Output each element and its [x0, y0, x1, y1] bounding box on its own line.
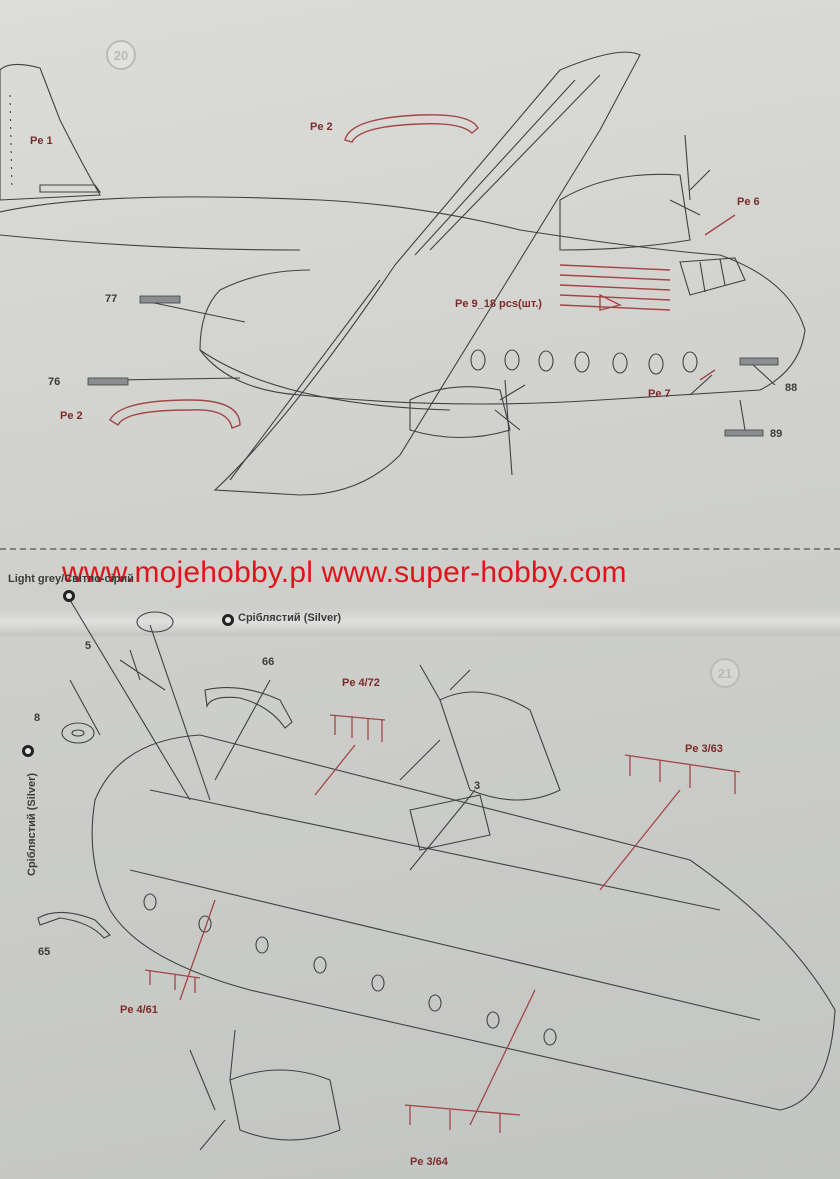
- part-label-65: 65: [38, 946, 51, 958]
- part-8: [61, 722, 95, 744]
- propeller-upper: [669, 134, 711, 216]
- pe-grille: [559, 264, 671, 311]
- propeller-lower: [494, 379, 526, 476]
- step-number-21: 21: [710, 658, 740, 688]
- label-pe3-63: Pe 3/63: [685, 743, 723, 755]
- part-label-8: 8: [34, 712, 41, 724]
- propeller-step21-upper: [399, 664, 471, 781]
- propeller-step21-lower: [189, 1029, 236, 1151]
- part-label-76: 76: [48, 376, 61, 388]
- pe3-63-part: [624, 754, 741, 794]
- paper-fold: [0, 608, 840, 636]
- wing: [213, 51, 641, 496]
- paint-brush-icon-silver: [222, 614, 234, 626]
- pe3-64-part: [404, 1104, 521, 1133]
- part-5: [119, 649, 166, 691]
- cabin-windows: [470, 349, 698, 375]
- label-pe1: Pe 1: [30, 135, 53, 147]
- pe2-frame-top: [344, 114, 479, 143]
- engine-step21-lower: [229, 1069, 341, 1141]
- engine-nacelle-upper: [559, 173, 691, 251]
- part-label-66: 66: [262, 656, 275, 668]
- pe4-72-part: [329, 714, 386, 742]
- shop-watermark: www.mojehobby.pl www.super-hobby.com: [62, 556, 627, 589]
- engine-step21-upper: [439, 691, 561, 801]
- paint-label-silver-vertical: Сріблястий (Silver): [26, 772, 38, 876]
- label-pe6: Pe 6: [737, 196, 760, 208]
- paint-label-silver: Сріблястий (Silver): [238, 612, 342, 624]
- tail-fin: [0, 63, 101, 201]
- paint-brush-icon-silver-vertical: [22, 745, 34, 757]
- label-pe2-top: Pe 2: [310, 121, 333, 133]
- part-label-77: 77: [105, 293, 118, 305]
- label-pe4-61: Pe 4/61: [120, 1004, 158, 1016]
- part-65: [37, 911, 111, 939]
- engine-nacelle-lower: [409, 386, 511, 438]
- part-3: [409, 794, 491, 851]
- label-pe4-72: Pe 4/72: [342, 677, 380, 689]
- part-label-5: 5: [85, 640, 92, 652]
- label-pe7: Pe 7: [648, 388, 671, 400]
- label-pe9-18: Pe 9_18 pcs(шт.): [455, 298, 542, 310]
- fuselage-top: [0, 196, 806, 405]
- lower-windows: [143, 893, 557, 1046]
- part-label-89: 89: [770, 428, 783, 440]
- label-pe2-bottom: Pe 2: [60, 410, 83, 422]
- fuselage-lower: [91, 734, 836, 1111]
- part-label-3: 3: [474, 780, 481, 792]
- part-66: [204, 687, 293, 729]
- step-number-20: 20: [106, 40, 136, 70]
- step-divider: [0, 548, 840, 550]
- paint-brush-icon-light-grey: [63, 590, 75, 602]
- label-pe3-64: Pe 3/64: [410, 1156, 448, 1168]
- paint-label-light-grey: Light grey/Світло-сірий: [8, 573, 134, 585]
- part-label-88: 88: [785, 382, 798, 394]
- pe4-61-part: [144, 969, 201, 993]
- pe2-frame-bottom: [109, 399, 241, 429]
